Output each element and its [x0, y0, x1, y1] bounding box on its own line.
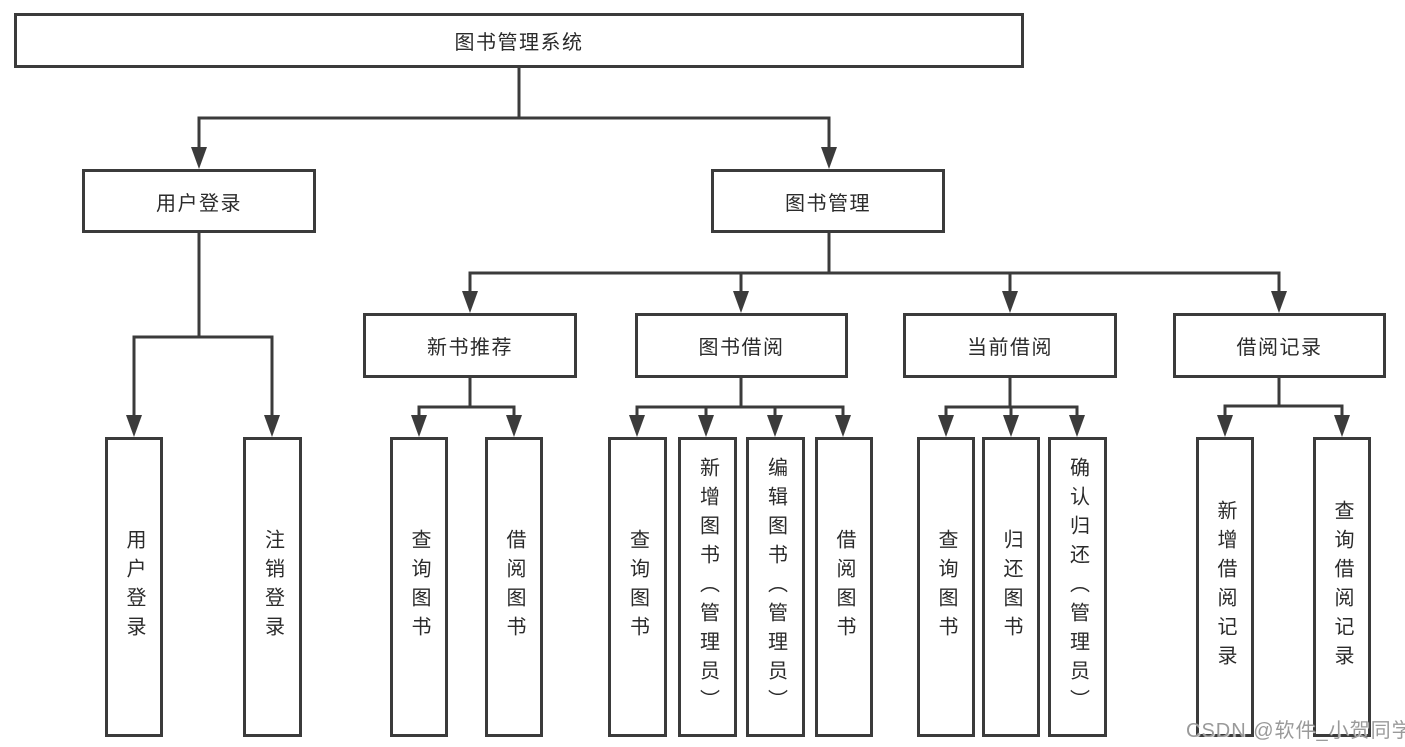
node-bb-add-books-admin-label: 新增图书（管理员）: [696, 456, 719, 718]
node-user-login-action-label: 用户登录: [123, 529, 145, 645]
node-cb-query-books-label: 查询图书: [935, 529, 957, 645]
node-new-book-recommend: 新书推荐: [363, 313, 577, 378]
node-bb-edit-books-admin: 编辑图书（管理员）: [746, 437, 805, 737]
arrowhead-icon: [767, 415, 783, 437]
node-cb-query-books: 查询图书: [917, 437, 975, 737]
node-nb-borrow-books-label: 借阅图书: [503, 529, 525, 645]
node-logout-label: 注销登录: [261, 529, 284, 645]
node-br-query-record-label: 查询借阅记录: [1331, 500, 1353, 674]
node-bb-query-books-label: 查询图书: [626, 529, 649, 645]
connector-group: [132, 64, 1344, 418]
node-cb-confirm-return-admin: 确认归还（管理员）: [1048, 437, 1107, 737]
node-book-management: 图书管理: [711, 169, 945, 233]
node-bb-add-books-admin: 新增图书（管理员）: [678, 437, 737, 737]
arrowhead-icon: [126, 415, 142, 437]
arrowhead-icon: [462, 291, 478, 313]
node-br-add-record: 新增借阅记录: [1196, 437, 1254, 737]
node-user-login-action: 用户登录: [105, 437, 163, 737]
arrowhead-icon: [411, 415, 427, 437]
node-user-login-label: 用户登录: [156, 192, 242, 215]
node-user-login: 用户登录: [82, 169, 316, 233]
arrowhead-icon: [1271, 291, 1287, 313]
node-root-label: 图书管理系统: [454, 32, 584, 54]
node-bb-borrow-books: 借阅图书: [815, 437, 873, 737]
arrowhead-icon: [1069, 415, 1085, 437]
node-new-book-recommend-label: 新书推荐: [427, 337, 513, 359]
node-bb-edit-books-admin-label: 编辑图书（管理员）: [764, 456, 787, 718]
node-br-query-record: 查询借阅记录: [1313, 437, 1371, 737]
node-root: 图书管理系统: [14, 13, 1024, 68]
node-cb-confirm-return-admin-label: 确认归还（管理员）: [1066, 456, 1089, 718]
arrowhead-group: [126, 147, 1350, 437]
arrowhead-icon: [1217, 415, 1233, 437]
node-cb-return-books: 归还图书: [982, 437, 1040, 737]
node-cb-return-books-label: 归还图书: [1000, 529, 1022, 645]
node-nb-query-books: 查询图书: [390, 437, 448, 737]
arrowhead-icon: [835, 415, 851, 437]
arrowhead-icon: [264, 415, 280, 437]
csdn-watermark: CSDN @软件_小贺同学: [1186, 720, 1405, 742]
node-br-add-record-label: 新增借阅记录: [1214, 500, 1236, 674]
arrowhead-icon: [938, 415, 954, 437]
node-book-borrow-label: 图书借阅: [698, 337, 785, 359]
arrowhead-icon: [733, 291, 749, 313]
node-current-borrow-label: 当前借阅: [967, 337, 1053, 359]
arrowhead-icon: [629, 415, 645, 437]
node-bb-borrow-books-label: 借阅图书: [833, 529, 855, 645]
arrowhead-icon: [191, 147, 207, 169]
arrowhead-icon: [1002, 291, 1018, 313]
node-nb-query-books-label: 查询图书: [408, 529, 430, 645]
node-nb-borrow-books: 借阅图书: [485, 437, 543, 737]
node-logout: 注销登录: [243, 437, 302, 737]
node-book-borrow: 图书借阅: [635, 313, 848, 378]
node-borrow-records: 借阅记录: [1173, 313, 1386, 378]
arrowhead-icon: [1334, 415, 1350, 437]
node-bb-query-books: 查询图书: [608, 437, 667, 737]
node-book-management-label: 图书管理: [785, 192, 871, 215]
node-borrow-records-label: 借阅记录: [1236, 337, 1323, 359]
arrowhead-icon: [821, 147, 837, 169]
node-current-borrow: 当前借阅: [903, 313, 1117, 378]
arrowhead-icon: [698, 415, 714, 437]
arrowhead-icon: [506, 415, 522, 437]
arrowhead-icon: [1003, 415, 1019, 437]
